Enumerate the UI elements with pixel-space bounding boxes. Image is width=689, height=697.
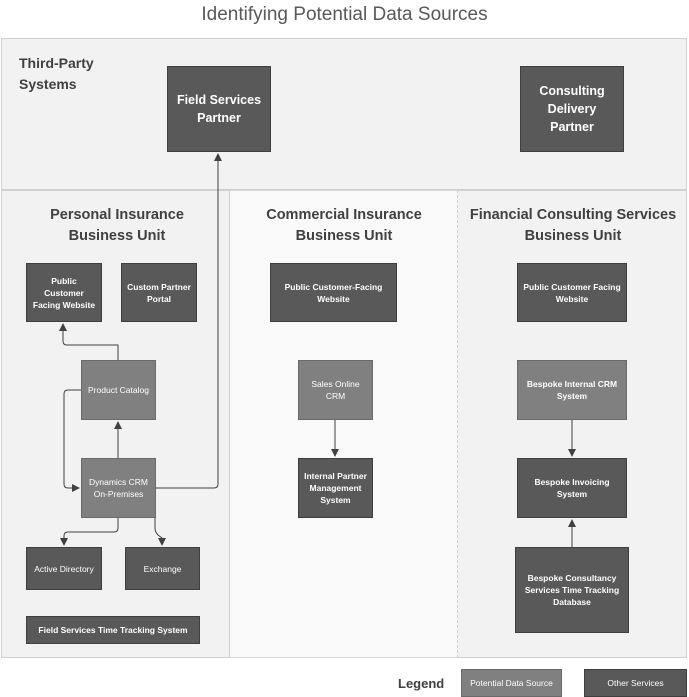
product-catalog-label: Product Catalog [88, 385, 149, 395]
legend-potential-data-source: Potential Data Source [461, 669, 562, 697]
commercial-insurance-title: Commercial Insurance Business Unit [266, 207, 422, 244]
arrow-catalog-to-public-website [59, 323, 119, 360]
custom-partner-portal-box[interactable]: Custom Partner Portal [121, 263, 197, 322]
bespoke-time-tracking-box[interactable]: Bespoke Consultancy Services Time Tracki… [515, 547, 629, 633]
personal-public-website-label: Public Customer Facing Website [32, 275, 96, 310]
legend-potential-data-source-label: Potential Data Source [470, 678, 553, 688]
exchange-label: Exchange [143, 563, 182, 574]
internal-partner-management-box[interactable]: Internal Partner Management System [298, 458, 373, 518]
product-catalog-box[interactable]: Product Catalog [81, 360, 156, 420]
field-services-partner-label: Field Services Partner [176, 93, 262, 125]
commercial-public-website-label: Public Customer-Facing Website [284, 281, 383, 304]
personal-public-website-box[interactable]: Public Customer Facing Website [26, 263, 102, 322]
arrow-crm-to-exchange [154, 518, 166, 546]
custom-partner-portal-label: Custom Partner Portal [127, 281, 191, 304]
active-directory-box[interactable]: Active Directory [26, 547, 102, 590]
bespoke-time-tracking-label: Bespoke Consultancy Services Time Tracki… [524, 573, 620, 607]
legend-label: Legend [398, 676, 445, 691]
dynamics-crm-box[interactable]: Dynamics CRM On-Premises [81, 458, 156, 518]
bespoke-invoicing-label: Bespoke Invoicing System [534, 477, 610, 499]
personal-insurance-title: Personal Insurance Business Unit [50, 207, 184, 244]
legend-other-services-label: Other Services [607, 678, 664, 688]
financial-public-website-label: Public Customer Facing Website [523, 281, 621, 304]
bespoke-internal-crm-label: Bespoke Internal CRM System [526, 379, 618, 401]
bespoke-invoicing-box[interactable]: Bespoke Invoicing System [517, 458, 627, 518]
legend-other-services: Other Services [584, 669, 687, 697]
arrow-crm-to-active-directory [60, 518, 119, 546]
internal-partner-management-label: Internal Partner Management System [304, 471, 367, 505]
financial-consulting-title: Financial Consulting Services Business U… [469, 207, 677, 244]
financial-public-website-box[interactable]: Public Customer Facing Website [517, 263, 627, 322]
dynamics-crm-label: Dynamics CRM On-Premises [88, 477, 149, 499]
commercial-public-website-box[interactable]: Public Customer-Facing Website [270, 263, 397, 322]
consulting-delivery-partner-label: Consulting Delivery Partner [539, 84, 605, 134]
active-directory-label: Active Directory [34, 563, 94, 574]
arrow-catalog-loop-to-crm [63, 389, 81, 492]
sales-online-crm-label: Sales Online CRM [311, 379, 360, 401]
bespoke-internal-crm-box[interactable]: Bespoke Internal CRM System [517, 360, 627, 420]
exchange-box[interactable]: Exchange [125, 547, 200, 590]
field-services-time-tracking-box[interactable]: Field Services Time Tracking System [26, 616, 200, 644]
field-services-partner-box[interactable]: Field Services Partner [167, 66, 271, 152]
arrow-crm-to-field-services-partner [156, 153, 222, 489]
consulting-delivery-partner-box[interactable]: Consulting Delivery Partner [520, 66, 624, 152]
field-services-time-tracking-label: Field Services Time Tracking System [38, 625, 188, 635]
diagram-title: Identifying Potential Data Sources [201, 4, 488, 25]
third-party-label: Third-Party Systems [19, 55, 94, 92]
sales-online-crm-box[interactable]: Sales Online CRM [298, 360, 373, 420]
